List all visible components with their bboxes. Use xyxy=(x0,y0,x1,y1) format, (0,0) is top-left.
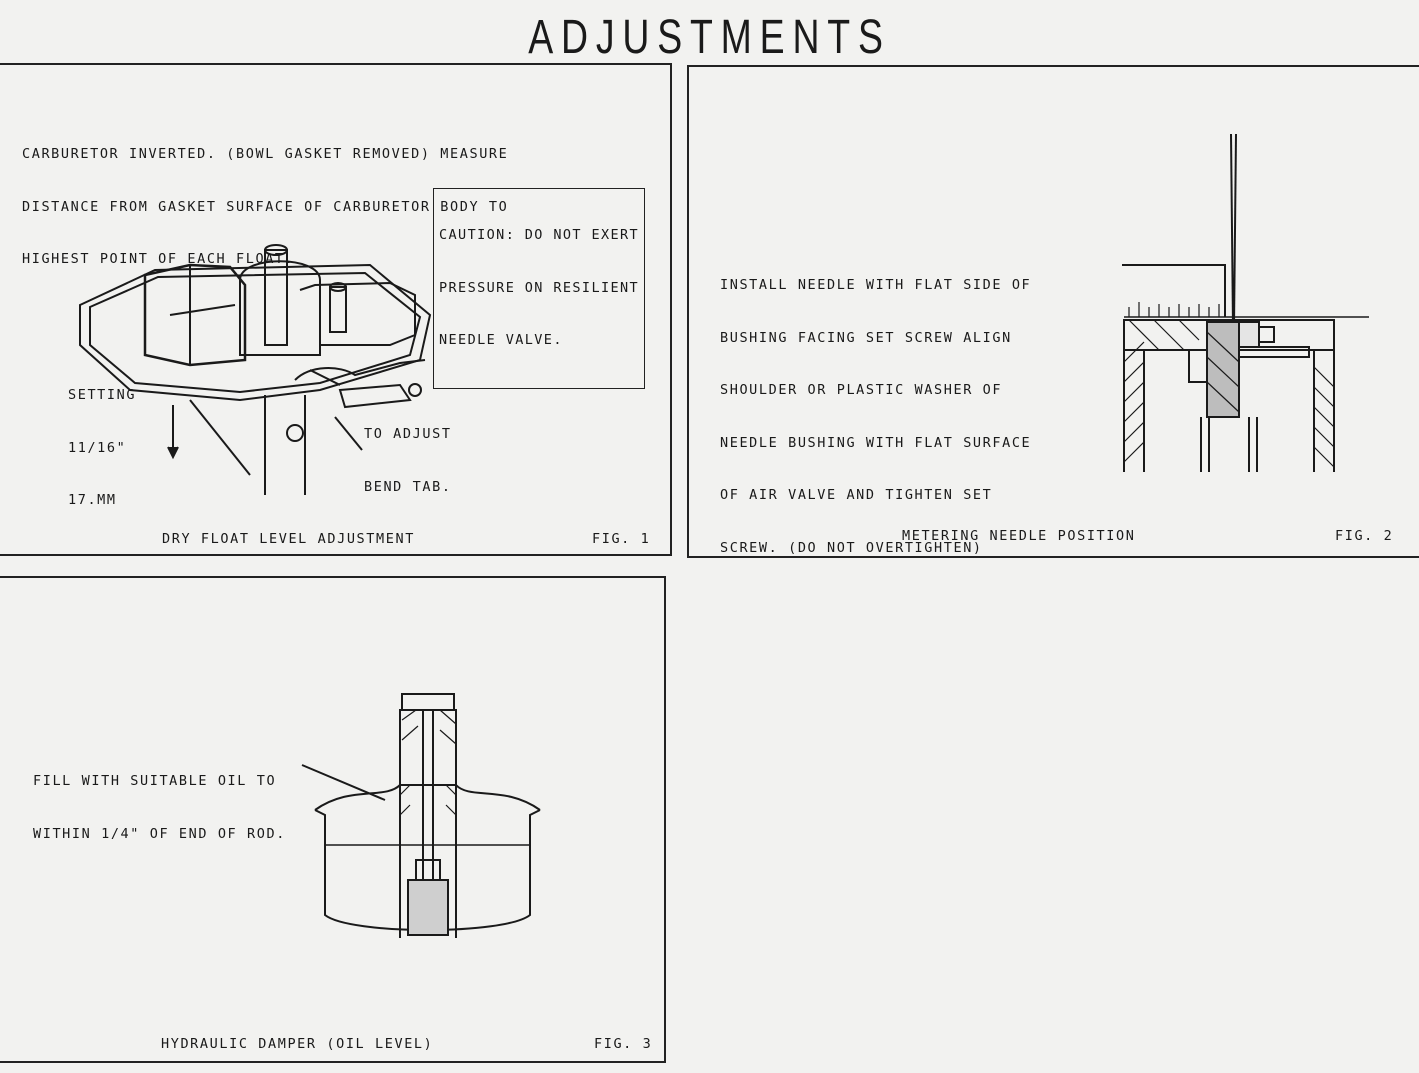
fig2-instruction-line: NEEDLE BUSHING WITH FLAT SURFACE xyxy=(720,434,1032,451)
fig3-instruction-line: WITHIN 1/4" OF END OF ROD. xyxy=(33,825,286,842)
fig1-adjust-label: TO ADJUST BEND TAB. xyxy=(364,391,452,531)
fig1-label: FIG. 1 xyxy=(592,531,651,547)
fig3-instruction-line: FILL WITH SUITABLE OIL TO xyxy=(33,773,277,789)
carburetor-float-illustration xyxy=(79,244,432,495)
fig1-caution-line: PRESSURE ON RESILIENT xyxy=(439,279,640,296)
fig2-instruction-line: INSTALL NEEDLE WITH FLAT SIDE OF xyxy=(720,277,1032,293)
setting-label-line: 11/16" xyxy=(68,439,127,456)
fig2-instruction-line: BUSHING FACING SET SCREW ALIGN xyxy=(720,329,1012,346)
fig1-instruction-line: DISTANCE FROM GASKET SURFACE OF CARBURET… xyxy=(22,198,509,215)
fig2-instruction-line: SHOULDER OR PLASTIC WASHER OF xyxy=(720,382,1003,398)
fig1-caption: DRY FLOAT LEVEL ADJUSTMENT xyxy=(162,531,415,547)
fig1-setting-label: SETTING 11/16" 17.MM xyxy=(68,352,136,545)
fig2-instruction-line: OF AIR VALVE AND TIGHTEN SET xyxy=(720,487,993,503)
adjust-label-line: TO ADJUST xyxy=(364,426,452,442)
fig1-instructions: CARBURETOR INVERTED. (BOWL GASKET REMOVE… xyxy=(22,111,508,304)
fig1-panel: CARBURETOR INVERTED. (BOWL GASKET REMOVE… xyxy=(0,63,672,556)
fig1-caution-box: CAUTION: DO NOT EXERT PRESSURE ON RESILI… xyxy=(433,188,646,389)
fig3-panel: FILL WITH SUITABLE OIL TO WITHIN 1/4" OF… xyxy=(0,576,666,1063)
fig3-caption: HYDRAULIC DAMPER (OIL LEVEL) xyxy=(161,1036,434,1052)
metering-needle-illustration xyxy=(1122,133,1369,472)
fig3-instructions: FILL WITH SUITABLE OIL TO WITHIN 1/4" OF… xyxy=(33,738,286,878)
fig2-instructions: INSTALL NEEDLE WITH FLAT SIDE OF BUSHING… xyxy=(720,242,1031,592)
fig2-caption: METERING NEEDLE POSITION xyxy=(902,528,1136,544)
fig3-label: FIG. 3 xyxy=(594,1036,653,1052)
fig1-instruction-line: CARBURETOR INVERTED. (BOWL GASKET REMOVE… xyxy=(22,146,509,162)
setting-label-line: 17.MM xyxy=(68,492,117,508)
fig2-instruction-line: SCREW. (DO NOT OVERTIGHTEN) xyxy=(720,539,983,556)
page-title: ADJUSTMENTS xyxy=(528,11,891,64)
fig2-panel: INSTALL NEEDLE WITH FLAT SIDE OF BUSHING… xyxy=(687,65,1419,558)
setting-label-line: SETTING xyxy=(68,387,137,403)
fig1-caution-line: CAUTION: DO NOT EXERT xyxy=(439,227,640,243)
fig1-caution-line: NEEDLE VALVE. xyxy=(439,332,563,348)
fig2-label: FIG. 2 xyxy=(1335,528,1394,544)
adjust-label-line: BEND TAB. xyxy=(364,478,452,495)
hydraulic-damper-illustration xyxy=(301,693,541,938)
